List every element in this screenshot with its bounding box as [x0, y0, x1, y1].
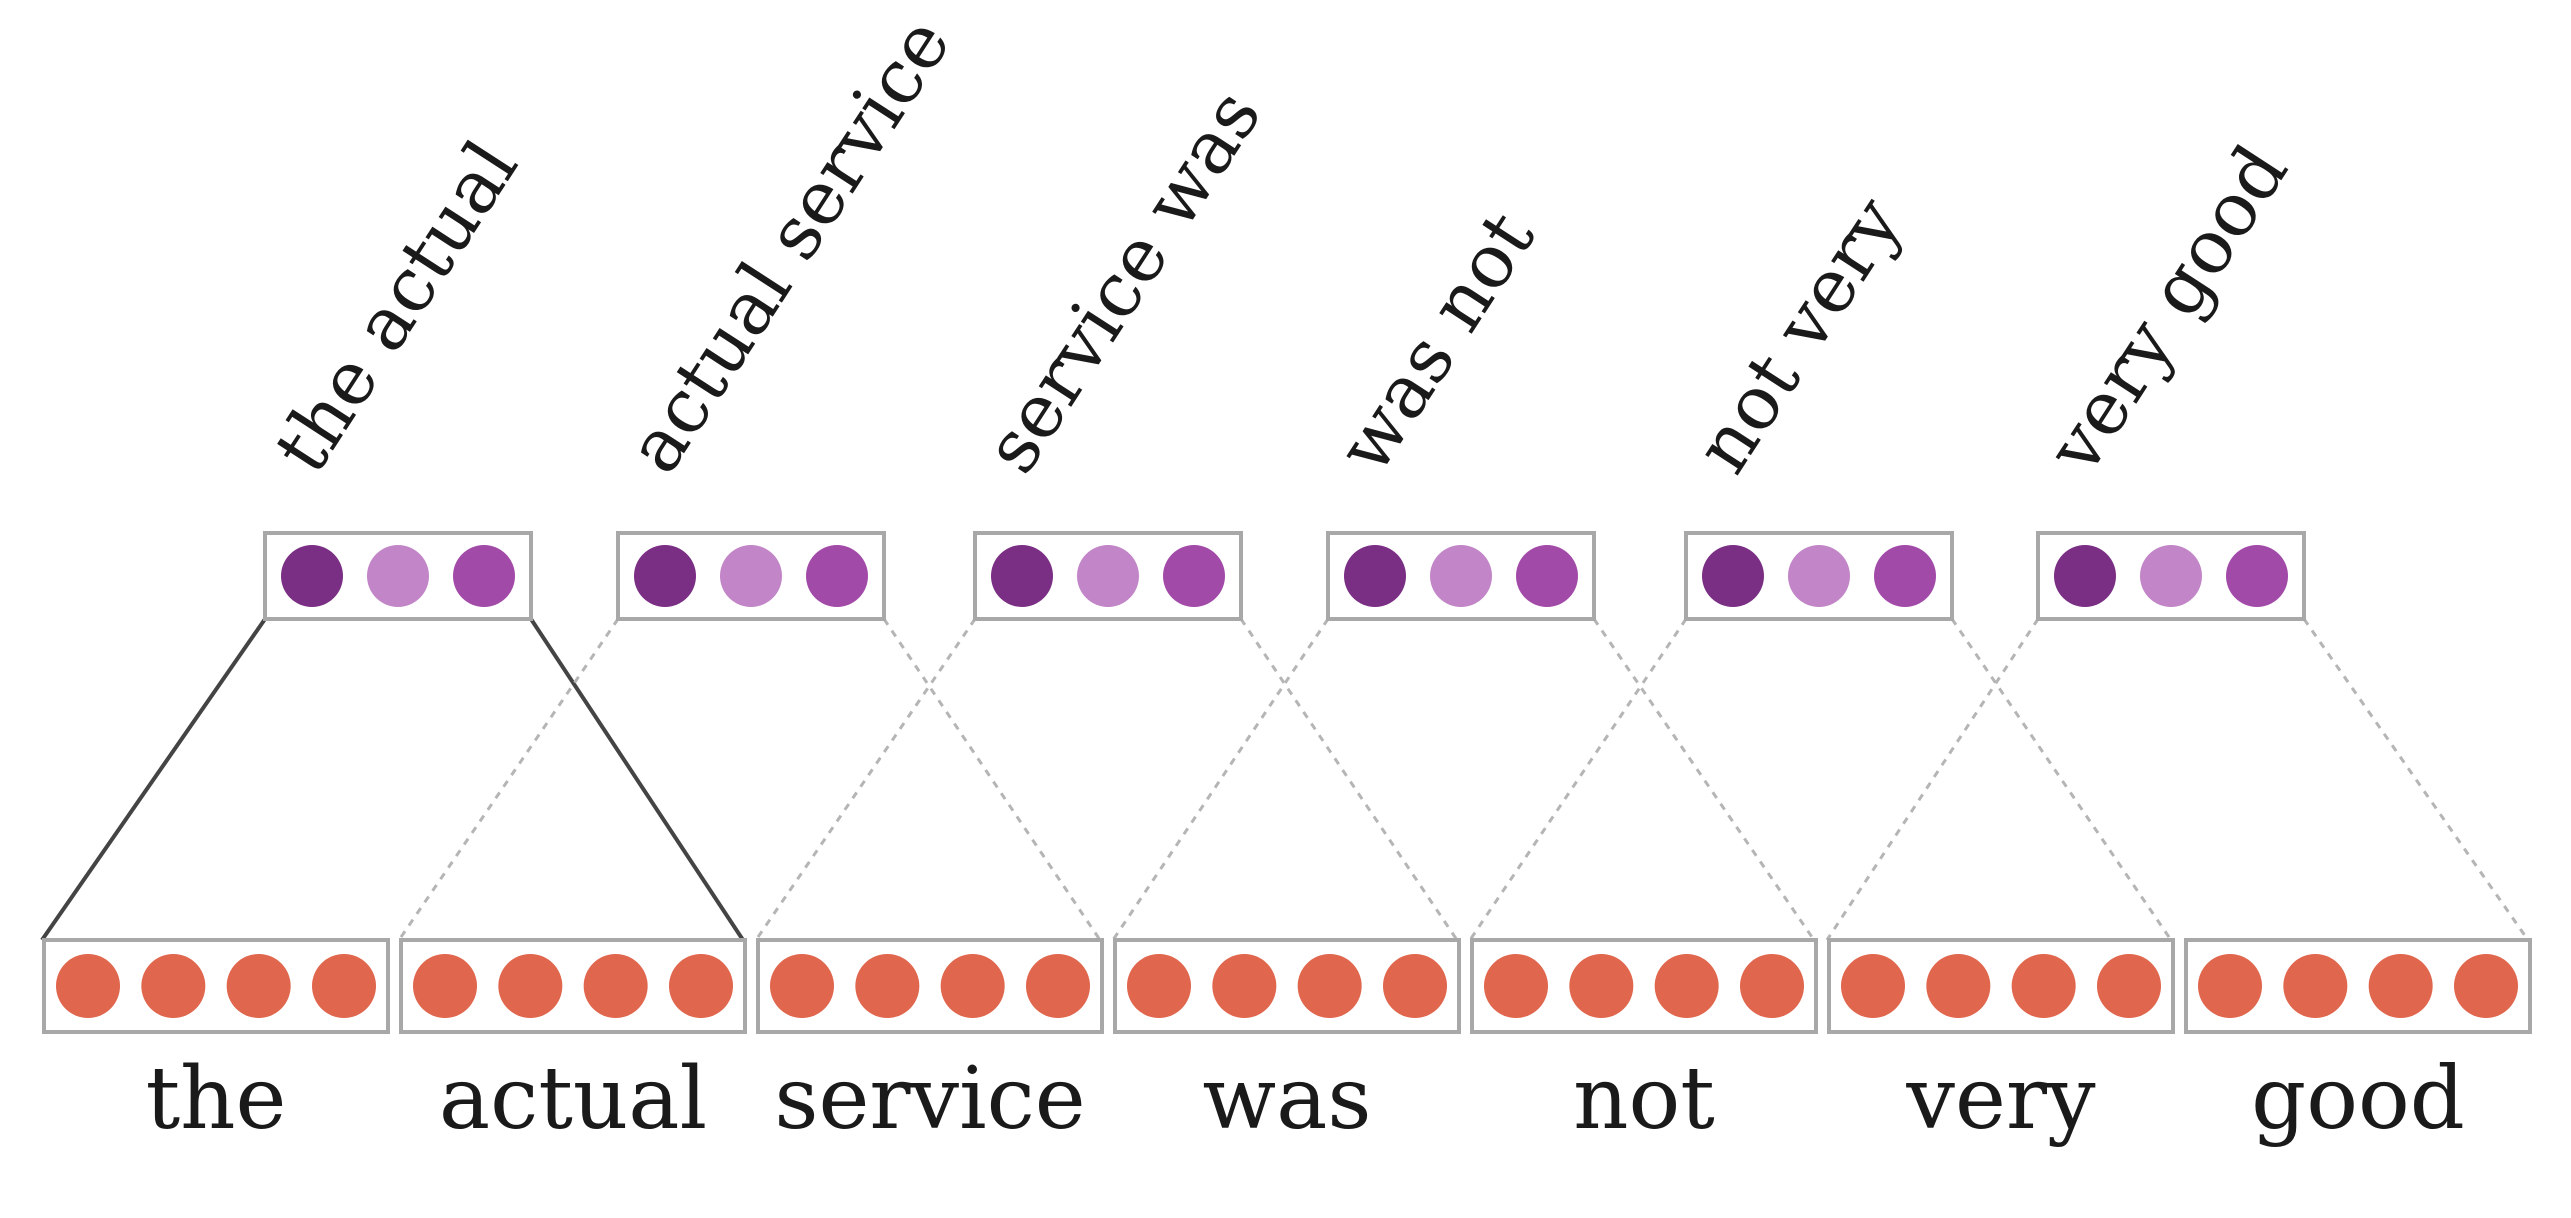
token-unit	[498, 954, 563, 1018]
bigram-unit	[281, 545, 343, 607]
bigram-unit	[367, 545, 429, 607]
bigram-unit	[1077, 545, 1139, 607]
connector-left	[1825, 618, 2040, 941]
token-unit	[1841, 954, 1905, 1018]
token-unit	[2368, 954, 2433, 1018]
bigram-unit	[720, 545, 782, 607]
bigram-block-1: the actual	[258, 126, 535, 621]
token-unit	[855, 954, 920, 1018]
connector-right	[1950, 618, 2173, 941]
token-unit	[1026, 954, 1090, 1018]
token-label: the	[146, 1049, 287, 1149]
bigram-block-4: was not	[1321, 197, 1596, 621]
token-unit	[2454, 954, 2518, 1018]
bigram-unit	[991, 545, 1053, 607]
bigram-unit	[1702, 545, 1764, 607]
bigram-unit	[634, 545, 696, 607]
bigram-unit	[1430, 545, 1492, 607]
token-label: not	[1573, 1049, 1715, 1149]
connector-left	[40, 617, 267, 942]
token-block-not: not	[1470, 938, 1818, 1149]
token-unit	[1740, 954, 1804, 1018]
token-label: good	[2251, 1049, 2465, 1149]
bigram-label: actual service	[611, 3, 967, 488]
token-unit	[1383, 954, 1447, 1018]
token-block-service: service	[756, 938, 1104, 1149]
token-unit	[583, 954, 648, 1018]
token-unit	[1926, 954, 1991, 1018]
token-unit	[1212, 954, 1277, 1018]
token-unit	[1484, 954, 1548, 1018]
connector-right	[2302, 618, 2530, 941]
bigram-unit	[1163, 545, 1225, 607]
connector-lines	[40, 617, 2530, 942]
connector-right	[1592, 618, 1816, 941]
token-unit	[1297, 954, 1362, 1018]
bigram-label: not very	[1679, 182, 1919, 488]
bigram-unit	[2054, 545, 2116, 607]
bigram-block-5: not very	[1679, 182, 1954, 621]
token-block-was: was	[1113, 938, 1461, 1149]
connector-left	[754, 618, 977, 941]
token-embedding-layer: the actual service was not very good	[42, 938, 2532, 1149]
bigram-unit	[2140, 545, 2202, 607]
bigram-block-3: service was	[968, 75, 1278, 621]
token-block-the: the	[42, 938, 390, 1149]
token-block-very: very	[1827, 938, 2175, 1149]
token-label: was	[1202, 1049, 1371, 1149]
token-unit	[413, 954, 477, 1018]
token-unit	[770, 954, 834, 1018]
token-label: service	[774, 1049, 1085, 1149]
bigram-unit	[1516, 545, 1578, 607]
bigram-unit	[1788, 545, 1850, 607]
token-block-good: good	[2184, 938, 2532, 1149]
connector-right	[529, 617, 745, 942]
token-unit	[669, 954, 733, 1018]
token-label: very	[1905, 1049, 2096, 1149]
connector-left	[1468, 618, 1688, 941]
bigram-label: was not	[1321, 197, 1552, 488]
bigram-unit	[806, 545, 868, 607]
bigram-unit	[2226, 545, 2288, 607]
token-unit	[2097, 954, 2161, 1018]
token-unit	[312, 954, 376, 1018]
token-unit	[2198, 954, 2262, 1018]
bigram-block-6: very good	[2030, 131, 2306, 621]
connector-left	[1111, 618, 1330, 941]
bigram-unit	[1344, 545, 1406, 607]
bigram-block-2: actual service	[611, 3, 967, 621]
token-unit	[1654, 954, 1719, 1018]
token-unit	[226, 954, 291, 1018]
token-unit	[141, 954, 206, 1018]
connector-left	[397, 618, 620, 941]
bigram-label: very good	[2030, 131, 2304, 489]
connector-right	[882, 618, 1102, 941]
bigram-label: service was	[968, 75, 1278, 488]
bigram-label: the actual	[258, 126, 535, 488]
token-unit	[56, 954, 120, 1018]
bigram-unit	[1874, 545, 1936, 607]
bigram-unit	[453, 545, 515, 607]
connector-right	[1239, 618, 1459, 941]
token-label: actual	[439, 1049, 707, 1149]
token-unit	[1569, 954, 1634, 1018]
token-unit	[1127, 954, 1191, 1018]
token-unit	[2283, 954, 2348, 1018]
token-unit	[940, 954, 1005, 1018]
token-unit	[2011, 954, 2076, 1018]
token-block-actual: actual	[399, 938, 747, 1149]
